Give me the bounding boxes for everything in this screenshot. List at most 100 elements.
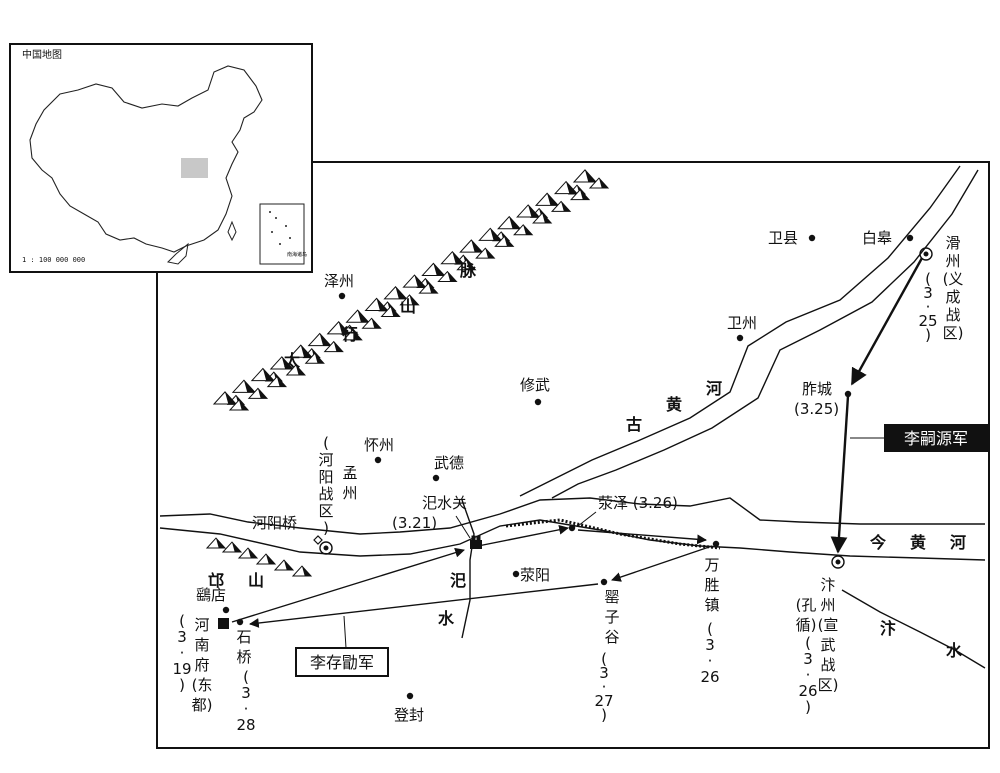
label-baigao: 白皋: [862, 229, 892, 247]
label-wanshengzhen-date-part: 26: [700, 668, 719, 686]
bian-river: [841, 589, 986, 669]
label-heyangqiao: 河阳桥: [252, 514, 297, 532]
label-dengfeng: 登封: [394, 706, 424, 724]
label-mengzhou-part: 州: [342, 484, 357, 502]
heyang-bridge-icon: [313, 535, 323, 545]
label-huazhou-part: 州: [945, 252, 960, 270]
south-sea-islands-box: [259, 203, 305, 265]
mang-mountain-range: [205, 537, 313, 577]
china-inset-map: 中国地图 南海诸岛 1 : 100 000 000: [9, 43, 313, 273]
sishuiguan-leader: [455, 515, 471, 539]
label-henanfu-date-part: (: [179, 612, 185, 630]
label-sishuiguan: 汜水关: [422, 494, 467, 512]
bian-river-label-char: 汴: [880, 619, 896, 638]
label-henanfu-part: 南: [194, 636, 209, 654]
li-siyuan-army-label: 李嗣源军: [904, 429, 968, 448]
label-shiqiao-date-part: ·: [244, 700, 249, 718]
label-mengzhou-part: 孟: [342, 464, 357, 482]
label-henanfu-part: (东: [192, 676, 213, 694]
label-heyang-zone-part: 河: [318, 451, 333, 469]
river-labels: 古黄河今黄河汴水汜水: [438, 379, 966, 660]
li-cunxu-leader: [343, 615, 347, 649]
label-yaodian: 鷂店: [196, 586, 226, 604]
label-wanshengzhen-date-part: (: [707, 620, 713, 638]
label-bianzhou-date-part: (: [805, 634, 811, 652]
label-shiqiao-part: 石: [236, 628, 251, 646]
label-bianzhou-date-part: ·: [806, 666, 811, 684]
label-xingyang: 荥阳: [520, 566, 550, 584]
label-henanfu-date-part: ·: [180, 644, 185, 662]
river-embankment-hatching: [505, 518, 721, 550]
label-shiqiao-date-part: 28: [236, 716, 255, 734]
label-wanshengzhen-part: 万: [704, 556, 719, 574]
label-huazhou-part: 成: [945, 288, 960, 306]
present-yellow-river-label-char: 黄: [910, 533, 926, 552]
inset-title: 中国地图: [22, 48, 62, 61]
taihang-range-label-char: 太: [283, 351, 301, 370]
label-huazhou-date-part: ·: [926, 298, 931, 316]
ancient-yellow-river-label-char: 古: [626, 415, 642, 434]
si-river-label-char: 水: [438, 609, 455, 628]
bian-river-label-char: 水: [946, 641, 963, 660]
vertical-place-labels: 滑州(义成战区)(3·25)(河阳战区)孟州河南府(东都)(3·19)石桥(3·…: [172, 234, 963, 734]
label-henanfu-part: 都): [192, 696, 213, 714]
li-siyuan-route: [830, 257, 924, 554]
present-yellow-river-label-char: 今: [869, 533, 886, 552]
taihang-range-label-char: 山: [400, 297, 416, 316]
label-huazhou-part: (义: [943, 270, 964, 288]
ancient-yellow-river-upper-bank: [519, 165, 961, 497]
label-yingzigu-part: 子: [604, 608, 619, 626]
label-shiqiao-part: 桥: [236, 648, 251, 666]
present-yellow-river-north-bank: [159, 497, 985, 535]
label-sishuiguan-date: (3.21): [392, 514, 437, 532]
china-outline: [29, 65, 263, 253]
label-yingzigu-date-part: 27: [594, 692, 613, 710]
label-zezhou: 泽州: [324, 272, 354, 290]
label-wanshengzhen-date-part: 3: [705, 636, 715, 654]
mountain-range-labels: 太行山脉邙山: [208, 261, 477, 590]
label-heyang-zone-part: 区: [318, 502, 333, 520]
taihang-mountain-range: [212, 169, 610, 411]
label-bianzhou-part: 武: [820, 636, 835, 654]
label-shiqiao-date-part: 3: [241, 684, 251, 702]
label-huazhou-part: 战: [945, 306, 960, 324]
present-yellow-river-south-bank: [159, 519, 986, 561]
li-cunxu-army-box: 李存勖军: [295, 647, 389, 677]
ancient-yellow-river-label-char: 黄: [666, 395, 682, 414]
label-huazhou-date-part: (: [925, 270, 931, 288]
label-bianzhou-part: 汴: [820, 576, 835, 594]
xingze-leader: [577, 511, 597, 527]
henanfu-square-marker: [218, 618, 229, 629]
label-henanfu-part: 府: [194, 656, 209, 674]
label-yingzigu-part: 谷: [604, 628, 619, 646]
label-yingzigu-date-part: (: [601, 650, 607, 668]
si-river-label-char: 汜: [450, 571, 466, 590]
ancient-yellow-river-label-char: 河: [706, 379, 722, 398]
label-kongxun-part: (孔: [796, 596, 817, 614]
label-kongxun-part: 循): [796, 616, 817, 634]
label-henanfu-date-part: ): [179, 676, 185, 694]
label-bianzhou-part: 战: [820, 656, 835, 674]
label-yingzigu-date-part: 3: [599, 664, 609, 682]
label-xingze: 荥泽 (3.26): [598, 494, 678, 512]
label-yingzigu-date-part: ): [601, 706, 607, 724]
label-wanshengzhen-part: 镇: [704, 596, 719, 614]
li-cunxu-route: [231, 524, 713, 628]
taihang-range-label-char: 脉: [459, 261, 477, 280]
label-bianzhou-date-part: ): [805, 698, 811, 716]
label-wanshengzhen-date-part: ·: [708, 652, 713, 670]
label-bianzhou-date-part: 3: [803, 650, 813, 668]
highlighted-region: [181, 158, 208, 178]
label-heyang-zone-part: 阳: [318, 468, 333, 486]
label-heyang-zone-part: 战: [318, 485, 333, 503]
present-yellow-river-label-char: 河: [950, 533, 966, 552]
label-bianzhou-part: 区): [818, 676, 839, 694]
label-shiqiao-date-part: (: [243, 668, 249, 686]
label-xiuwu: 修武: [520, 376, 550, 394]
label-weixian: 卫县: [768, 229, 798, 247]
label-henanfu-date-part: 3: [177, 628, 187, 646]
label-bianzhou-part: (宣: [818, 616, 839, 634]
label-wude: 武德: [434, 454, 464, 472]
label-huazhou-part: 区): [943, 324, 964, 342]
label-weizhou: 卫州: [727, 314, 757, 332]
